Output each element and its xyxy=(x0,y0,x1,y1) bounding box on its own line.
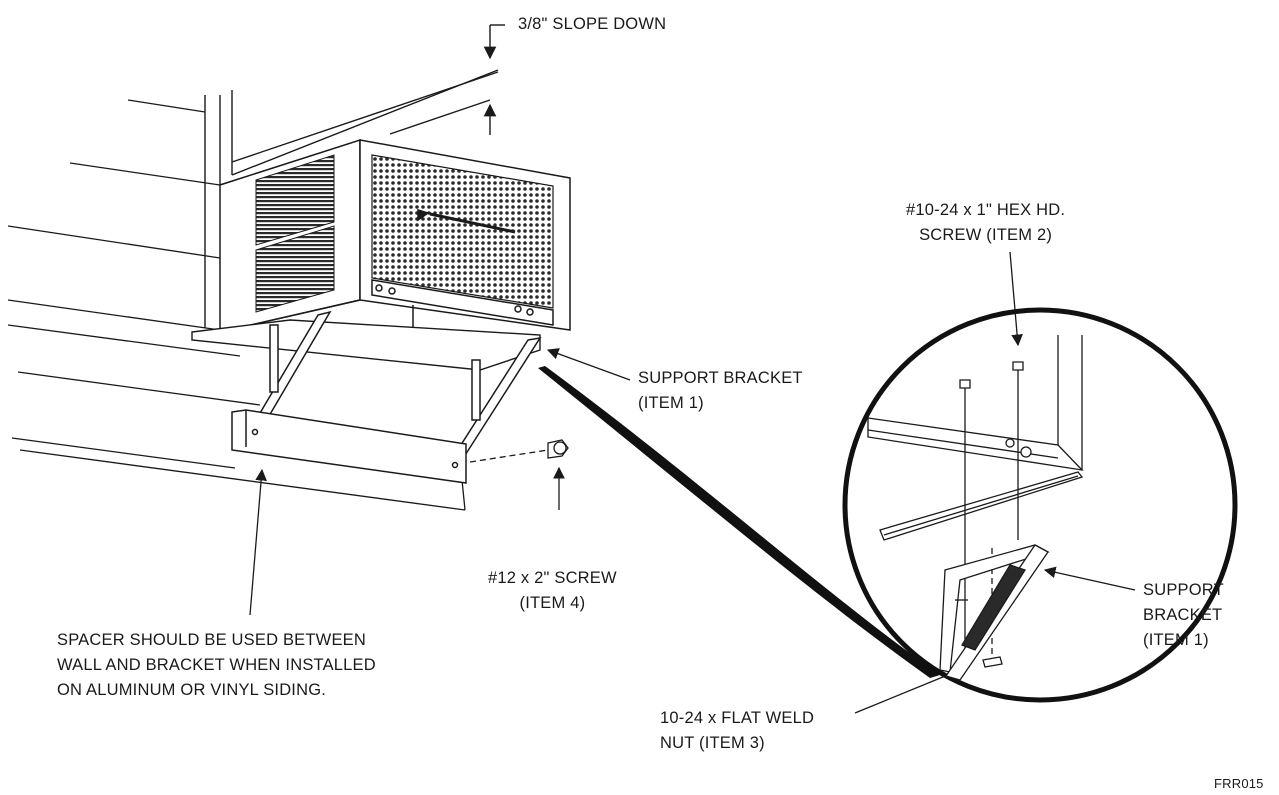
detail-callout xyxy=(538,366,940,678)
figure-code-text: FRR015 xyxy=(1214,776,1264,791)
slope-label: 3/8" SLOPE DOWN xyxy=(518,12,666,37)
hex-screw-label: #10-24 x 1" HEX HD. SCREW (ITEM 2) xyxy=(906,198,1065,248)
spacer-note-line-3: ON ALUMINUM OR VINYL SIDING. xyxy=(57,681,327,699)
support-bracket xyxy=(231,310,542,484)
support-bracket-detail-line-2: BRACKET xyxy=(1143,606,1223,624)
detail-view xyxy=(867,335,1084,681)
hex-screw-label-line-2: SCREW (ITEM 2) xyxy=(919,226,1053,244)
screw-item-4-label: #12 x 2" SCREW (ITEM 4) xyxy=(488,566,617,616)
slope-indicator xyxy=(389,24,505,135)
ac-unit xyxy=(217,138,571,360)
hex-screw-label-line-1: #10-24 x 1" HEX HD. xyxy=(906,201,1066,219)
spacer-note: SPACER SHOULD BE USED BETWEEN WALL AND B… xyxy=(57,628,376,703)
window-sill xyxy=(191,319,541,371)
weld-nut-label-line-1: 10-24 x FLAT WELD xyxy=(660,709,815,727)
support-bracket-detail-label: SUPPORT BRACKET (ITEM 1) xyxy=(1143,578,1224,653)
weld-nut-label-line-2: NUT (ITEM 3) xyxy=(660,734,765,752)
screw-item-4-label-line-1: #12 x 2" SCREW xyxy=(488,569,617,587)
brand-logo xyxy=(417,208,516,234)
support-bracket-label-line-2: (ITEM 1) xyxy=(638,394,704,412)
screw-item-4 xyxy=(469,439,569,510)
screw-item-4-label-line-2: (ITEM 4) xyxy=(519,594,586,612)
spacer-note-line-1: SPACER SHOULD BE USED BETWEEN xyxy=(57,631,366,649)
support-bracket-detail-line-3: (ITEM 1) xyxy=(1143,631,1209,649)
figure-code: FRR015 xyxy=(1214,776,1264,792)
weld-nut-label: 10-24 x FLAT WELD NUT (ITEM 3) xyxy=(660,706,814,756)
leader-lines xyxy=(249,251,1136,714)
support-bracket-label-line-1: SUPPORT BRACKET xyxy=(638,369,803,387)
window-frame xyxy=(204,69,499,328)
support-bracket-detail-line-1: SUPPORT xyxy=(1143,581,1224,599)
slope-label-text: 3/8" SLOPE DOWN xyxy=(518,15,667,33)
detail-circle xyxy=(842,307,1238,703)
spacer-note-line-2: WALL AND BRACKET WHEN INSTALLED xyxy=(57,656,376,674)
wall-siding xyxy=(7,99,466,511)
support-bracket-label: SUPPORT BRACKET (ITEM 1) xyxy=(638,366,803,416)
